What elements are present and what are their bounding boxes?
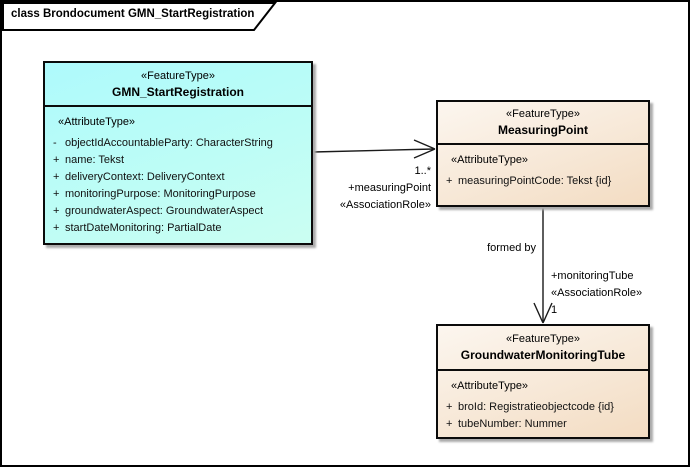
attribute-text: broId: Registratieobjectcode {id} (458, 401, 614, 413)
attribute-stereotype-label: «AttributeType» (451, 154, 529, 166)
attribute-stereotype-label: «AttributeType» (451, 380, 529, 392)
visibility-marker: + (53, 205, 60, 217)
visibility-marker: + (446, 418, 453, 430)
stereotype-label: «FeatureType» (506, 333, 580, 345)
diagram-title: class Brondocument GMN_StartRegistration (11, 8, 255, 20)
stereotype-label: «FeatureType» (506, 108, 580, 120)
stereotype-label: «FeatureType» (141, 69, 215, 82)
visibility-marker: + (53, 188, 60, 200)
visibility-marker: + (53, 171, 60, 183)
attribute-text: groundwaterAspect: GroundwaterAspect (65, 205, 264, 217)
attribute-row[interactable]: + startDateMonitoring: PartialDate (45, 220, 311, 237)
visibility-marker: + (53, 222, 60, 234)
connector-measuring-point[interactable] (312, 139, 436, 159)
role-label: +measuringPoint (348, 182, 431, 194)
attribute-row[interactable]: + measuringPointCode: Tekst {id} (438, 173, 648, 190)
class-name: MeasuringPoint (497, 123, 588, 137)
visibility-marker: + (53, 154, 60, 166)
attribute-row[interactable]: + monitoringPurpose: MonitoringPurpose (45, 186, 311, 203)
role-label: +monitoringTube (551, 270, 634, 282)
visibility-marker: + (446, 401, 453, 413)
attribute-text: measuringPointCode: Tekst {id} (458, 175, 612, 187)
visibility-marker: + (446, 175, 453, 187)
visibility-marker: - (53, 137, 57, 149)
attribute-stereotype-label: «AttributeType» (58, 116, 136, 128)
attribute-text: tubeNumber: Nummer (458, 418, 567, 430)
class-groundwatermonitoringtube[interactable]: «FeatureType» GroundwaterMonitoringTube … (436, 324, 650, 439)
assoc-measuringpoint-labels: 1..* +measuringPoint «AssociationRole» (340, 163, 431, 214)
attribute-text: startDateMonitoring: PartialDate (65, 222, 222, 234)
stereotype-label: «AssociationRole» (551, 287, 643, 299)
connector-monitoring-tube[interactable] (533, 208, 553, 324)
attribute-text: objectIdAccountableParty: CharacterStrin… (65, 137, 273, 149)
attribute-row[interactable]: + broId: Registratieobjectcode {id} (438, 399, 648, 416)
assoc-name-label: formed by (487, 242, 536, 254)
class-measuringpoint[interactable]: «FeatureType» MeasuringPoint «AttributeT… (436, 100, 650, 207)
attribute-row[interactable]: + deliveryContext: DeliveryContext (45, 169, 311, 186)
attribute-text: monitoringPurpose: MonitoringPurpose (65, 188, 256, 200)
attribute-row[interactable]: + groundwaterAspect: GroundwaterAspect (45, 203, 311, 220)
attribute-row[interactable]: - objectIdAccountableParty: CharacterStr… (45, 135, 311, 152)
assoc-monitoringtube-labels: +monitoringTube «AssociationRole» 1 (551, 268, 642, 319)
class-name: GMN_StartRegistration (111, 84, 245, 99)
class-name: GroundwaterMonitoringTube (460, 348, 626, 362)
class-gmn-startregistration[interactable]: «FeatureType» GMN_StartRegistration «Att… (43, 61, 313, 245)
attribute-row[interactable]: + tubeNumber: Nummer (438, 416, 648, 433)
attribute-row[interactable]: + name: Tekst (45, 152, 311, 169)
attribute-text: name: Tekst (65, 154, 125, 166)
stereotype-label: «AssociationRole» (339, 199, 431, 211)
attribute-text: deliveryContext: DeliveryContext (65, 171, 225, 183)
multiplicity-label: 1..* (414, 165, 431, 177)
multiplicity-label: 1 (551, 304, 558, 316)
